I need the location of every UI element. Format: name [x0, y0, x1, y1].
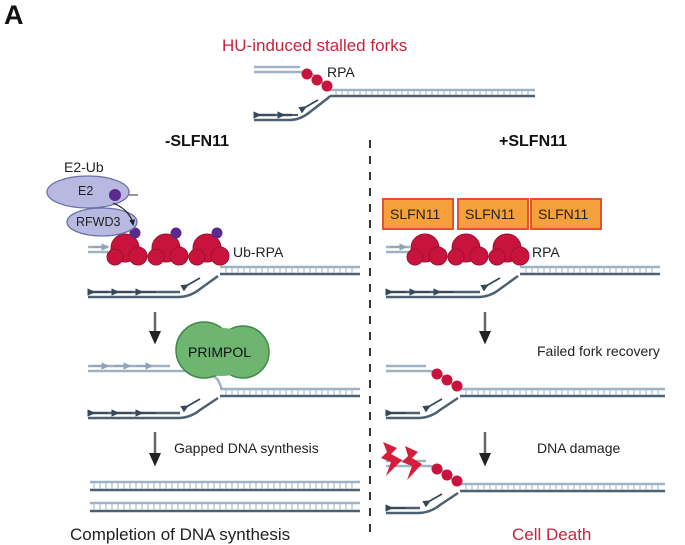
- e2-label: E2: [78, 184, 94, 198]
- rfwd3-label: RFWD3: [76, 215, 121, 229]
- right-header: +SLFN11: [499, 133, 568, 150]
- left-primpol-fork: [87, 321, 360, 420]
- right-damaged-fork: [381, 442, 665, 515]
- top-stalled-fork: [253, 65, 535, 122]
- figure-title: HU-induced stalled forks: [222, 36, 408, 55]
- panel-label: A: [4, 0, 24, 30]
- slfn11-label-3: SLFN11: [538, 206, 589, 222]
- ubrpa-label: Ub-RPA: [233, 244, 284, 260]
- failed-recovery-label: Failed fork recovery: [537, 343, 660, 359]
- left-ubrpa-fork: [87, 227, 360, 299]
- dna-damage-label: DNA damage: [537, 440, 621, 456]
- cell-death-label: Cell Death: [512, 525, 592, 544]
- right-rpa-label: RPA: [532, 244, 560, 260]
- lightning-icon: [381, 442, 422, 480]
- e2-ub-complex: [46, 175, 138, 237]
- slfn11-label-1: SLFN11: [390, 206, 441, 222]
- right-failed-fork: [385, 364, 665, 420]
- completed-dna: [90, 480, 360, 513]
- e2ub-label: E2-Ub: [64, 159, 104, 175]
- slfn11-label-2: SLFN11: [465, 206, 516, 222]
- right-slfn11-fork: [385, 233, 660, 299]
- primpol-label: PRIMPOL: [188, 344, 252, 360]
- slfn11-boxes: [382, 198, 602, 230]
- left-header: -SLFN11: [165, 133, 230, 150]
- gapped-synthesis-label: Gapped DNA synthesis: [174, 440, 319, 456]
- top-rpa-label: RPA: [327, 64, 355, 80]
- completion-label: Completion of DNA synthesis: [70, 525, 291, 544]
